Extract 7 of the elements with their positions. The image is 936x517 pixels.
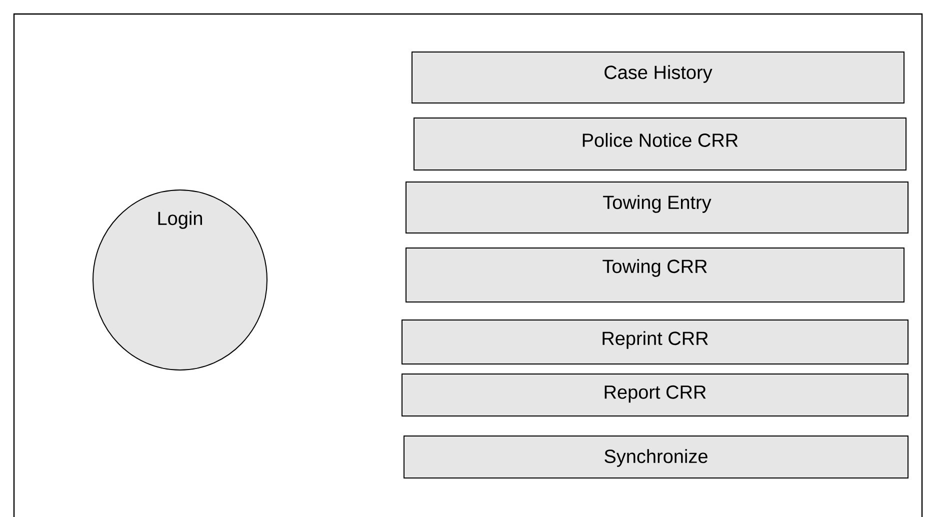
menu-box: Case History — [412, 52, 904, 104]
menu-box: Reprint CRR — [402, 320, 909, 364]
menu-box: Police Notice CRR — [414, 118, 906, 170]
menu-box: Synchronize — [404, 436, 909, 478]
menu-box: Report CRR — [402, 374, 909, 416]
menu-box: Towing CRR — [406, 248, 904, 302]
menu-box: Towing Entry — [406, 182, 909, 234]
